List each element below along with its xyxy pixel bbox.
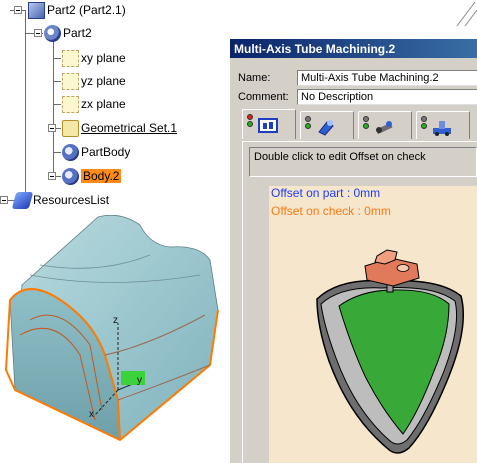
compass-marker [121, 371, 145, 385]
offset-on-part-label[interactable]: Offset on part : 0mm [271, 186, 381, 200]
dialog-title[interactable]: Multi-Axis Tube Machining.2 [230, 39, 477, 58]
tab-content: Double click to edit Offset on check Off… [242, 141, 477, 463]
tree-node-geometrical-set[interactable]: Geometrical Set.1 [62, 119, 177, 137]
feeds-tab-icon [373, 118, 395, 136]
tube-illustration [316, 249, 465, 454]
surface-isoline [39, 254, 151, 269]
collapse-toggle[interactable] [14, 6, 22, 14]
tool-tab-icon [315, 118, 337, 136]
background-fragment [455, 0, 477, 28]
part-geometry-3d [4, 214, 219, 442]
operation-tabs [242, 109, 477, 141]
tree-node-part-root[interactable]: Part2 (Part2.1) [28, 1, 126, 19]
tree-connector [53, 128, 61, 129]
tree-node-label: Part2 [63, 26, 92, 40]
tab-macros[interactable] [416, 111, 470, 139]
collapse-toggle[interactable] [48, 124, 56, 132]
collapse-toggle[interactable] [0, 196, 8, 204]
plane-icon [62, 72, 79, 90]
status-lights-icon [247, 114, 253, 128]
tree-connector [53, 81, 61, 82]
tube-edge [117, 364, 211, 401]
tab-feeds[interactable] [358, 111, 412, 139]
tube-machining-dialog: Multi-Axis Tube Machining.2 Name: Multi-… [229, 38, 477, 463]
geometry-sensitive-panel[interactable]: Offset on part : 0mm Offset on check : 0… [269, 186, 477, 463]
highlighted-edge [4, 299, 219, 442]
x-axis-line [94, 389, 119, 416]
part-gear-icon [44, 24, 61, 42]
status-lights-icon [421, 116, 427, 130]
z-axis-label: z [113, 315, 118, 326]
collapse-toggle[interactable] [48, 172, 56, 180]
offset-on-check-label[interactable]: Offset on check : 0mm [271, 204, 391, 218]
tree-node-part[interactable]: Part2 [44, 24, 92, 42]
tree-node-label: Part2 (Part2.1) [47, 3, 126, 17]
y-axis-label: y [137, 375, 142, 386]
geometry-tab-icon [257, 116, 279, 134]
status-lights-icon [305, 116, 311, 130]
tool-head-top [374, 249, 398, 265]
tree-node-yz-plane[interactable]: yz plane [62, 72, 126, 90]
surface-isoline [29, 274, 201, 283]
collapse-toggle[interactable] [34, 29, 42, 37]
body-icon [62, 143, 79, 161]
macros-tab-icon [431, 118, 453, 136]
comment-field[interactable]: No Description [297, 89, 477, 105]
3d-viewer[interactable]: x y z [0, 214, 230, 463]
tree-node-label-selected: Body.2 [81, 169, 122, 183]
tree-connector [53, 176, 61, 177]
tree-connector [25, 10, 26, 200]
highlighted-edge [9, 288, 121, 441]
plane-icon [62, 49, 79, 67]
tube-edge [29, 314, 103, 411]
tree-node-body2[interactable]: Body.2 [62, 167, 122, 185]
geometrical-set-icon [62, 119, 79, 137]
plane-icon [62, 95, 79, 113]
comment-label: Comment: [238, 91, 289, 103]
tree-node-label: yz plane [81, 74, 126, 88]
part-icon [28, 1, 45, 19]
tree-node-xy-plane[interactable]: xy plane [62, 49, 126, 67]
tree-node-label: Geometrical Set.1 [81, 121, 178, 135]
tree-node-zx-plane[interactable]: zx plane [62, 95, 126, 113]
tree-connector [53, 152, 61, 153]
tree-node-label: PartBody [81, 145, 131, 159]
resources-list-icon [11, 191, 34, 209]
tab-geometry[interactable] [242, 109, 296, 139]
tab-tool[interactable] [300, 111, 354, 139]
tree-node-label: zx plane [81, 97, 126, 111]
tree-node-label: ResourcesList [33, 193, 110, 207]
tube-part-surface[interactable] [338, 289, 450, 435]
x-axis-label: x [89, 409, 94, 420]
name-label: Name: [238, 72, 271, 84]
name-field[interactable]: Multi-Axis Tube Machining.2 [297, 70, 477, 86]
tube-edge [19, 327, 96, 421]
tree-connector [53, 58, 61, 59]
body-icon [62, 167, 79, 185]
hint-box: Double click to edit Offset on check [249, 147, 477, 177]
tree-connector [53, 104, 61, 105]
tree-node-label: xy plane [81, 51, 126, 65]
tool-highlight [396, 264, 410, 272]
status-lights-icon [363, 116, 369, 130]
tree-node-partbody[interactable]: PartBody [62, 143, 130, 161]
tree-node-resources[interactable]: ResourcesList [11, 191, 110, 209]
tree-connector [53, 36, 54, 176]
tube-edge [104, 314, 206, 356]
